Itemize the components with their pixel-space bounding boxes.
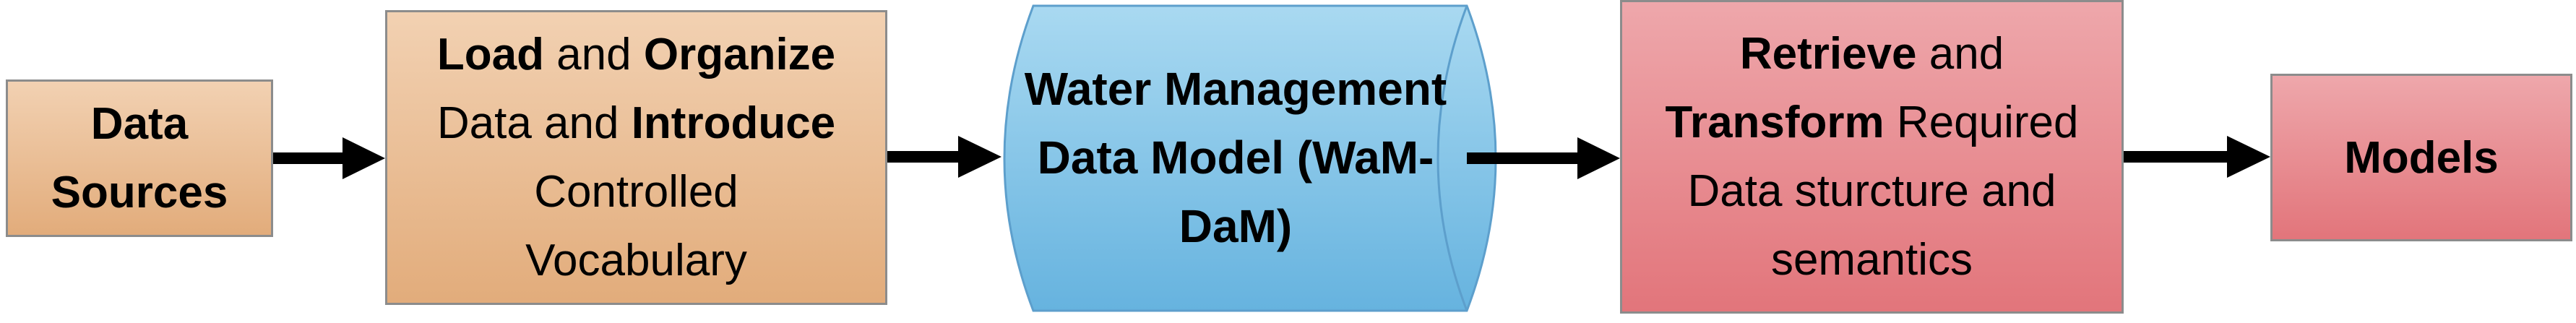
arrow-load-to-database xyxy=(887,136,1001,178)
retrieve-bold: Retrieve xyxy=(1739,29,1917,79)
database-inner-edge xyxy=(1436,5,1468,311)
retrieve-line4: semantics xyxy=(1770,235,1973,285)
organize-bold: Organize xyxy=(643,30,836,79)
models-label: Models xyxy=(2344,132,2499,183)
data-sources-line1: Data xyxy=(90,99,189,149)
load-bold: Load xyxy=(436,30,544,79)
load-line2: Data and Introduce xyxy=(437,89,835,158)
models-box: Models xyxy=(2270,74,2572,241)
introduce-bold: Introduce xyxy=(631,98,836,148)
retrieve-transform-box: Retrieve and Transform Required Data stu… xyxy=(1620,0,2124,314)
load-and-text: and xyxy=(543,30,644,79)
retrieve-line1: Retrieve and xyxy=(1665,20,2078,88)
load-organize-box: Load and Organize Data and Introduce Con… xyxy=(385,10,887,305)
wamdam-label: Water Management Data Model (WaM-DaM) xyxy=(1004,20,1467,295)
data-and-text: Data and xyxy=(436,98,632,148)
data-sources-box: Data Sources xyxy=(6,79,273,237)
transform-bold: Transform xyxy=(1665,98,1884,147)
retrieve-line2: Transform Required xyxy=(1665,88,2078,157)
db-line2: Management xyxy=(1164,62,1447,115)
arrow-database-to-retrieve xyxy=(1467,137,1620,179)
database-shape xyxy=(1003,4,1497,312)
load-line3: Controlled xyxy=(534,167,738,217)
db-line3: Data Model xyxy=(1037,131,1285,184)
arrow-sources-to-load xyxy=(273,137,385,179)
db-line4: (WaM-DaM) xyxy=(1179,131,1434,252)
arrow-retrieve-to-models xyxy=(2124,136,2270,178)
db-line1: Water xyxy=(1024,62,1152,115)
required-text: Required xyxy=(1884,98,2079,147)
data-sources-line2: Sources xyxy=(51,168,228,218)
load-line4: Vocabulary xyxy=(525,236,747,285)
retrieve-line3: Data sturcture and xyxy=(1687,166,2056,216)
retrieve-and-text: and xyxy=(1916,29,2004,79)
load-line1: Load and Organize xyxy=(437,20,835,89)
